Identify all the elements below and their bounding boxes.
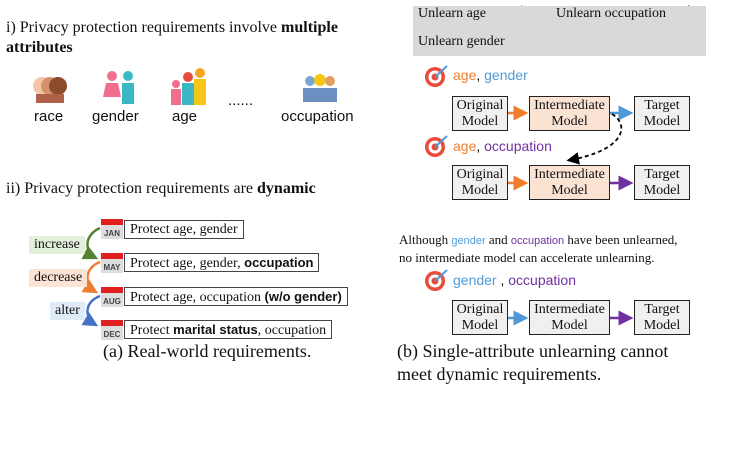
original-model-1: Original Model xyxy=(452,96,508,131)
increase-label: increase xyxy=(29,236,85,254)
legend-age: Unlearn age xyxy=(418,6,487,21)
reuse-dashed-arrow xyxy=(566,113,623,165)
month-dec: DEC xyxy=(104,330,121,339)
caption-b-line-1: (b) Single-attribute unlearning cannot xyxy=(397,341,669,361)
attr-ellipsis: ...... xyxy=(228,92,254,109)
target-model-1: Target Model xyxy=(634,96,690,131)
scenario-3-attrs: gender , occupation xyxy=(453,272,576,288)
intermediate-model-3: Intermediate Model xyxy=(529,300,610,335)
requirement-may: Protect age, gender, occupation xyxy=(124,253,320,272)
requirement-dec: Protect marital status, occupation xyxy=(124,320,333,339)
calendar-icon-jan: JAN xyxy=(101,219,123,239)
legend-occupation: Unlearn occupation xyxy=(556,6,667,21)
calendar-icon-may: MAY xyxy=(101,253,123,273)
caption-a: (a) Real-world requirements. xyxy=(103,341,312,361)
note-line-2: no intermediate model can accelerate unl… xyxy=(399,250,655,265)
original-model-3: Original Model xyxy=(452,300,508,335)
original-model-2: Original Model xyxy=(452,165,508,200)
gender-people-icon xyxy=(102,70,138,111)
target-icon xyxy=(425,135,448,157)
decrease-label: decrease xyxy=(29,269,88,287)
legend-box xyxy=(413,6,706,56)
intermediate-model-1: Intermediate Model xyxy=(529,96,610,131)
target-model-2: Target Model xyxy=(634,165,690,200)
scenario-2-attrs: age, occupation xyxy=(453,138,552,154)
target-icon xyxy=(425,65,448,87)
title-multiple: i) Privacy protection requirements invol… xyxy=(6,19,338,56)
increase-arrow xyxy=(81,226,101,260)
age-family-icon xyxy=(168,68,208,111)
attr-age: age xyxy=(172,108,198,125)
race-faces-icon xyxy=(30,72,70,112)
caption-b-line-2: meet dynamic requirements. xyxy=(397,364,602,384)
month-aug: AUG xyxy=(103,297,121,306)
target-model-3: Target Model xyxy=(634,300,690,335)
calendar-icon-dec: DEC xyxy=(101,320,123,340)
requirement-jan: Protect age, gender xyxy=(124,220,244,239)
attr-occupation: occupation xyxy=(281,108,354,125)
month-jan: JAN xyxy=(104,229,120,238)
note-line-1: Although gender and occupation have been… xyxy=(399,232,678,247)
scenario-1-attrs: age, gender xyxy=(453,67,528,83)
alter-arrow xyxy=(81,294,101,327)
target-icon xyxy=(425,269,448,291)
attr-gender: gender xyxy=(92,108,139,125)
requirement-aug: Protect age, occupation (w/o gender) xyxy=(124,287,348,306)
calendar-icon-aug: AUG xyxy=(101,287,123,307)
occupation-workers-icon xyxy=(300,72,340,109)
month-may: MAY xyxy=(103,263,121,272)
intermediate-model-2: Intermediate Model xyxy=(529,165,610,200)
legend-gender: Unlearn gender xyxy=(418,34,505,49)
decrease-arrow xyxy=(81,260,101,294)
attr-race: race xyxy=(34,108,64,125)
alter-label: alter xyxy=(50,302,85,320)
title-dynamic: ii) Privacy protection requirements are … xyxy=(6,180,316,197)
